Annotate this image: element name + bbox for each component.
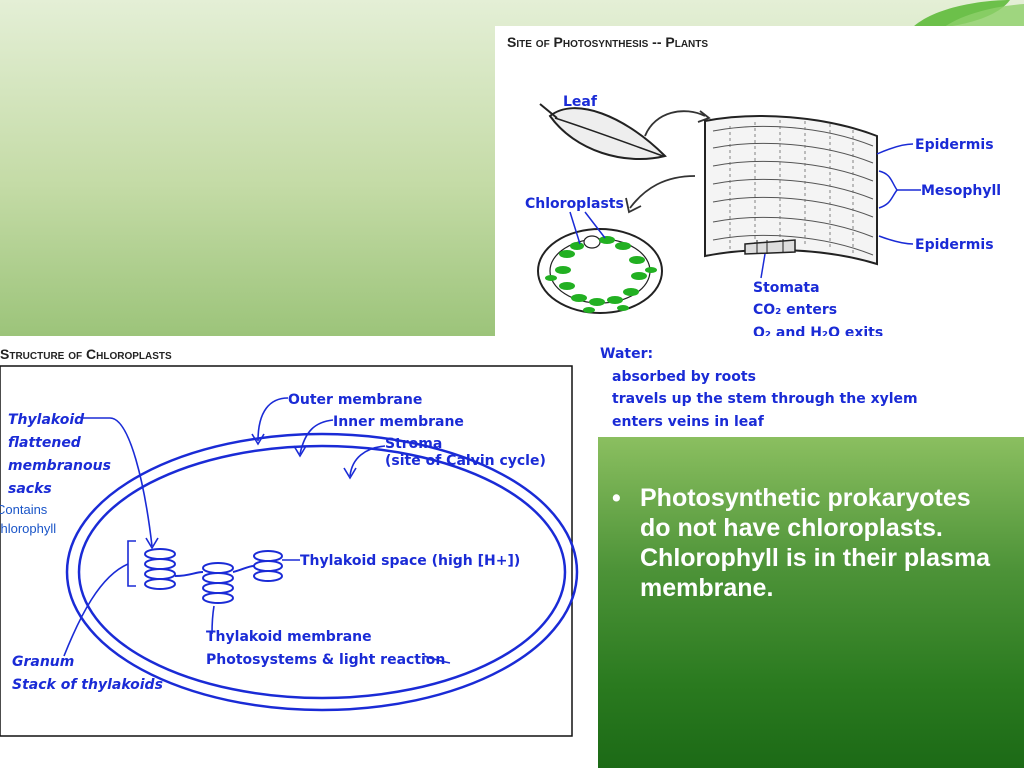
chloroplast-cell: [537, 228, 663, 314]
stroma-label: Stroma: [385, 436, 442, 452]
thylakoid-label-3: membranous: [8, 458, 111, 474]
grana-stacks: [144, 548, 283, 604]
leaf-cross-section: [704, 115, 878, 266]
bullet-text: Photosynthetic prokaryotes do not have c…: [640, 484, 991, 602]
bullet-dot: •: [612, 484, 621, 512]
leaf-to-section-arrow: [644, 110, 706, 137]
water-line-2: travels up the stem through the xylem: [612, 391, 918, 407]
bullet-text-panel: • Photosynthetic prokaryotes do not have…: [598, 437, 1024, 768]
leaf-decoration-icon: [910, 0, 1024, 30]
co2-label: CO₂ enters: [753, 302, 837, 318]
epidermis-top-label: Epidermis: [915, 137, 994, 153]
plants-diagram: Leaf: [525, 94, 1001, 336]
stroma-note: (site of Calvin cycle): [385, 453, 546, 469]
stomata-label: Stomata: [753, 280, 820, 296]
diagram-frame: [0, 365, 573, 737]
water-line-3: enters veins in leaf: [612, 414, 765, 430]
granum-label: Granum: [12, 654, 74, 670]
water-panel: Water: absorbed by roots travels up the …: [598, 336, 1024, 437]
chloroplast-title: Structure of Chloroplasts: [0, 346, 172, 362]
plants-title: Site of Photosynthesis -- Plants: [507, 34, 709, 50]
epidermis-bottom-label: Epidermis: [915, 237, 994, 253]
inner-membrane-label: Inner membrane: [333, 414, 464, 430]
bullet-list: • Photosynthetic prokaryotes do not have…: [612, 483, 1007, 603]
mesophyll-label: Mesophyll: [921, 183, 1001, 199]
outer-membrane-label: Outer membrane: [288, 392, 422, 408]
thylakoid-label-4: sacks: [8, 481, 52, 497]
thylakoid-space-label: Thylakoid space (high [H+]): [300, 553, 520, 569]
bullet-item: • Photosynthetic prokaryotes do not have…: [612, 483, 1007, 603]
thylakoid-label-2: flattened: [8, 435, 82, 451]
leaf-icon: [539, 103, 667, 160]
water-text: Water: absorbed by roots travels up the …: [600, 346, 918, 430]
contains-label-2: chlorophyll: [0, 521, 56, 536]
chloroplast-diagram: Outer membrane Inner membrane Stroma (si…: [0, 365, 579, 737]
contains-label-1: Contains: [0, 502, 48, 517]
outer-membrane-shape: [65, 432, 579, 712]
thylakoid-membrane-label: Thylakoid membrane: [206, 629, 372, 645]
o2-label: O₂ and H₂O exits: [753, 325, 883, 336]
water-line-1: absorbed by roots: [612, 369, 756, 385]
section-to-chloroplast-arrow: [629, 175, 696, 209]
water-title: Water:: [600, 346, 653, 362]
photosystems-label: Photosystems & light reaction: [206, 652, 445, 668]
granum-note: Stack of thylakoids: [12, 677, 163, 693]
leaf-label: Leaf: [563, 94, 598, 110]
structure-of-chloroplasts-panel: Structure of Chloroplasts Outer: [0, 336, 598, 768]
thylakoid-label-1: Thylakoid: [8, 412, 85, 428]
inner-membrane-shape: [77, 444, 567, 700]
chloroplasts-label: Chloroplasts: [525, 196, 624, 212]
site-of-photosynthesis-panel: Site of Photosynthesis -- Plants Leaf: [495, 26, 1024, 336]
